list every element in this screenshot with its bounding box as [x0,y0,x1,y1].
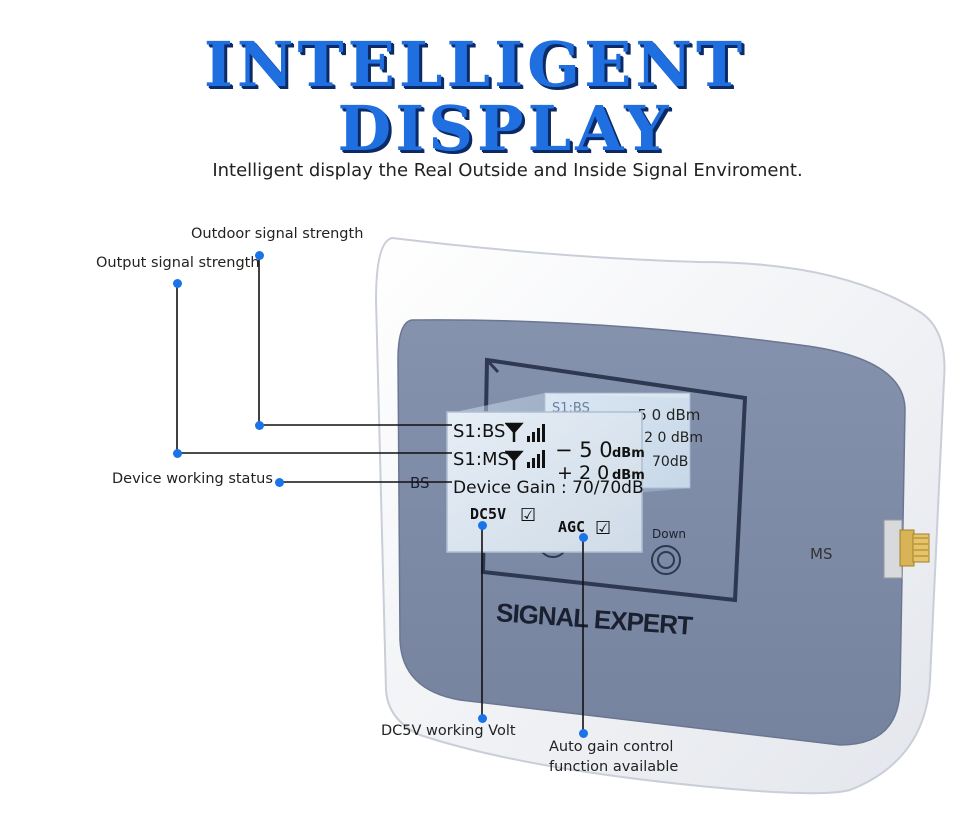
lcd-agc-check: ☑ [595,518,612,539]
callout-agc-line1: Auto gain control [549,739,674,755]
lcd-device-gain: Device Gain : 70/70dB [453,478,644,498]
lcd-row2-unit: dBm [612,468,645,483]
svg-text:+ 2 0 dBm: + 2 0 dBm [628,430,703,446]
callout-device-status: Device working status [112,471,273,487]
callout-dot-outdoor-top [255,251,264,260]
callout-dc5v: DC5V working Volt [381,723,516,739]
lcd-dc5v: DC5V [470,505,507,523]
signal-bars-icon [505,422,545,470]
callout-dot-output-top [173,279,182,288]
port-label-ms: MS [810,545,833,563]
lcd-row2-value: + 2 0 [557,462,610,484]
callout-dot-dc5v-end [478,714,487,723]
callout-dot-dc5v-top [478,521,487,530]
antenna-connector [883,519,930,579]
lcd-row1-value: − 5 0 [555,438,613,462]
lcd-dc5v-check: ☑ [520,505,537,526]
page-title-line2: DISPLAY [337,92,673,165]
callout-dot-output-end [173,449,182,458]
lcd-row1-label: S1:BS [453,421,506,442]
down-button-label: Down [652,527,687,541]
lcd-row2-label: S1:MS [453,449,509,470]
callout-agc-line2: function available [549,759,679,775]
callout-outdoor-signal: Outdoor signal strength [191,226,364,242]
callout-dot-agc-end [579,729,588,738]
down-button-ring [651,545,681,575]
callout-output-signal: Output signal strength [96,255,260,271]
page-subtitle: Intelligent display the Real Outside and… [212,160,803,181]
callout-dot-status [275,478,284,487]
port-label-bs: BS [410,474,430,492]
lcd-agc: AGC [558,518,586,536]
callout-dot-outdoor-end [255,421,264,430]
page-title-line1: INTELLIGENT [203,28,747,101]
svg-text:70dB: 70dB [652,454,688,470]
callout-dot-agc-top [579,533,588,542]
lcd-row1-unit: dBm [612,446,645,461]
